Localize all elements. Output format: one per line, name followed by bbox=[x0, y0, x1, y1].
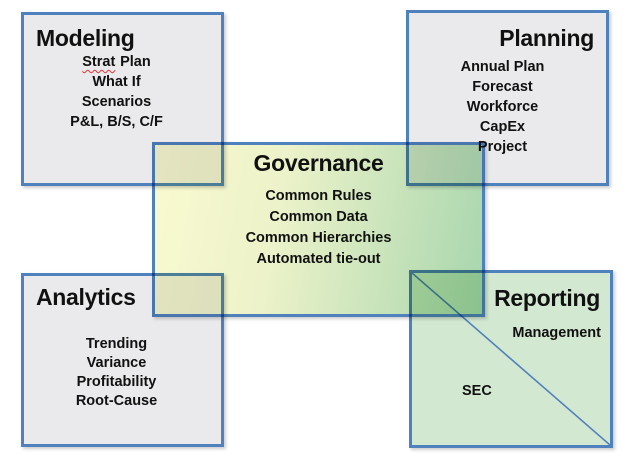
modeling-item: P&L, B/S, C/F bbox=[70, 114, 163, 130]
planning-item: CapEx bbox=[479, 119, 526, 135]
analytics-title: Analytics bbox=[36, 284, 136, 310]
planning-item: Workforce bbox=[466, 99, 539, 115]
governance-item: Automated tie-out bbox=[256, 251, 381, 267]
analytics-item: Variance bbox=[86, 355, 147, 371]
analytics-item: Trending bbox=[85, 336, 148, 352]
planning-title: Planning bbox=[499, 25, 594, 51]
modeling-item: What If bbox=[92, 74, 141, 90]
analytics-items: Trending Variance Profitability Root-Cau… bbox=[24, 335, 209, 411]
governance-item: Common Rules bbox=[265, 188, 372, 204]
planning-items: Annual Plan Forecast Workforce CapEx Pro… bbox=[409, 57, 596, 157]
governance-item: Common Data bbox=[269, 209, 368, 225]
governance-item: Common Hierarchies bbox=[245, 230, 392, 246]
misspelled-word: Strat bbox=[82, 54, 116, 70]
reporting-title: Reporting bbox=[494, 285, 600, 311]
planning-item: Annual Plan bbox=[460, 59, 545, 75]
modeling-item: Scenarios bbox=[81, 94, 152, 110]
reporting-management-label: Management bbox=[512, 325, 601, 341]
analytics-item: Profitability bbox=[76, 374, 157, 390]
reporting-sec-label: SEC bbox=[462, 383, 492, 399]
governance-items: Common Rules Common Data Common Hierarch… bbox=[155, 186, 482, 270]
governance-title: Governance bbox=[253, 150, 384, 176]
planning-item: Project bbox=[477, 139, 528, 155]
modeling-title: Modeling bbox=[36, 25, 135, 51]
modeling-item-text: Plan bbox=[120, 54, 151, 70]
governance-box: Governance Common Rules Common Data Comm… bbox=[152, 142, 485, 317]
planning-item: Forecast bbox=[472, 79, 533, 95]
analytics-item: Root-Cause bbox=[75, 393, 158, 409]
